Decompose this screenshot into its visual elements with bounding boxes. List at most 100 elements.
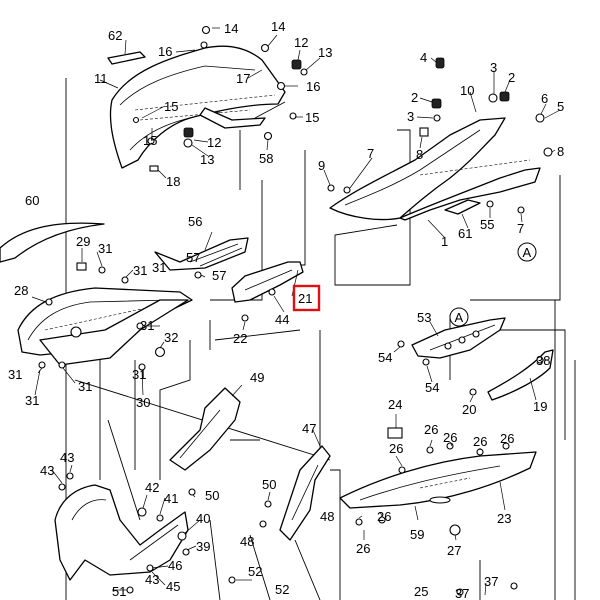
callout-15: 15 xyxy=(164,99,178,114)
callout-52: 52 xyxy=(275,582,289,597)
callout-58: 58 xyxy=(259,151,273,166)
callout-26: 26 xyxy=(389,441,403,456)
callout-26: 26 xyxy=(500,431,514,446)
callout-39: 39 xyxy=(196,539,210,554)
duct-bracket-assembly xyxy=(393,317,554,403)
callout-57: 57 xyxy=(186,250,200,265)
callout-23: 23 xyxy=(497,511,511,526)
callout-50: 50 xyxy=(205,488,219,503)
callout-labels: 62 14 14 16 12 13 11 17 16 15 15 15 12 1… xyxy=(8,19,564,600)
leader-lines-upper xyxy=(99,27,321,179)
part-17-bracket xyxy=(199,107,266,129)
part-30-inner-panel xyxy=(39,299,189,366)
callout-43: 43 xyxy=(145,572,159,587)
callout-24: 24 xyxy=(388,397,402,412)
callout-57: 57 xyxy=(212,268,226,283)
callout-30: 30 xyxy=(136,395,150,410)
callout-16: 16 xyxy=(158,44,172,59)
callout-37: 37 xyxy=(484,574,498,589)
callout-11: 11 xyxy=(94,71,108,86)
callout-2: 2 xyxy=(508,70,515,85)
callout-6: 6 xyxy=(541,91,548,106)
part-1-front-cowl xyxy=(329,117,506,221)
callout-52: 52 xyxy=(248,564,262,579)
callout-42: 42 xyxy=(145,480,159,495)
part-19-bracket xyxy=(487,349,554,401)
callout-47: 47 xyxy=(302,421,316,436)
callout-43: 43 xyxy=(60,450,74,465)
callout-46: 46 xyxy=(168,558,182,573)
part-62-panel xyxy=(107,51,146,65)
part-43-lower-cowl xyxy=(54,484,189,581)
part-60-panel xyxy=(0,222,105,263)
callout-19: 19 xyxy=(533,399,547,414)
callout-50: 50 xyxy=(262,477,276,492)
callout-37: 37 xyxy=(455,586,469,600)
callout-22: 22 xyxy=(233,331,247,346)
callout-59: 59 xyxy=(410,527,424,542)
callout-26: 26 xyxy=(356,541,370,556)
callout-16: 16 xyxy=(306,79,320,94)
callout-15: 15 xyxy=(305,110,319,125)
callout-31: 31 xyxy=(132,367,146,382)
callout-55: 55 xyxy=(480,217,494,232)
part-61-piece xyxy=(444,199,481,215)
callout-18: 18 xyxy=(166,174,180,189)
leader-lines-side xyxy=(31,231,299,396)
callout-48: 48 xyxy=(320,509,334,524)
callout-43: 43 xyxy=(40,463,54,478)
callout-38: 38 xyxy=(536,353,550,368)
callout-53: 53 xyxy=(417,310,431,325)
marker-a-label: A xyxy=(523,245,532,260)
callout-26: 26 xyxy=(473,434,487,449)
callout-10: 10 xyxy=(460,83,474,98)
callout-5: 5 xyxy=(557,99,564,114)
callout-27: 27 xyxy=(447,543,461,558)
callout-26: 26 xyxy=(424,422,438,437)
callout-45: 45 xyxy=(166,579,180,594)
callout-29: 29 xyxy=(76,234,90,249)
callout-40: 40 xyxy=(196,511,210,526)
callout-4: 4 xyxy=(420,50,427,65)
callout-14: 14 xyxy=(224,21,238,36)
callout-31: 31 xyxy=(25,393,39,408)
side-panel-assembly xyxy=(0,222,304,396)
leader-lines-front xyxy=(323,57,561,239)
callout-44: 44 xyxy=(275,312,289,327)
callout-12: 12 xyxy=(294,35,308,50)
callout-48: 48 xyxy=(240,534,254,549)
callout-13: 13 xyxy=(200,152,214,167)
callout-26: 26 xyxy=(443,430,457,445)
callout-14: 14 xyxy=(271,19,285,34)
callout-31: 31 xyxy=(8,367,22,382)
callout-21: 21 xyxy=(298,291,312,306)
callout-51: 51 xyxy=(112,584,126,599)
callout-12: 12 xyxy=(207,135,221,150)
leader-lines-duct xyxy=(393,321,548,403)
callout-26: 26 xyxy=(377,509,391,524)
callout-7: 7 xyxy=(367,146,374,161)
callout-49: 49 xyxy=(250,370,264,385)
upper-cowl-assembly xyxy=(99,25,321,179)
callout-3: 3 xyxy=(490,60,497,75)
callout-1: 1 xyxy=(441,234,448,249)
part-56-grille xyxy=(154,237,249,271)
callout-62: 62 xyxy=(108,28,122,43)
leader-lines-lower xyxy=(51,384,507,596)
highlight-box-21 xyxy=(292,284,321,312)
callout-54: 54 xyxy=(378,350,392,365)
callout-3: 3 xyxy=(407,109,414,124)
callout-2: 2 xyxy=(411,90,418,105)
front-cowl-assembly xyxy=(323,57,561,239)
callout-31: 31 xyxy=(78,379,92,394)
callout-7: 7 xyxy=(517,221,524,236)
callout-31: 31 xyxy=(133,263,147,278)
callout-31: 31 xyxy=(140,318,154,333)
part-21-duct xyxy=(231,261,304,303)
reference-marker-a-1: A xyxy=(517,242,537,262)
callout-8: 8 xyxy=(416,147,423,162)
callout-60: 60 xyxy=(25,193,39,208)
callout-17: 17 xyxy=(236,71,250,86)
callout-41: 41 xyxy=(164,491,178,506)
